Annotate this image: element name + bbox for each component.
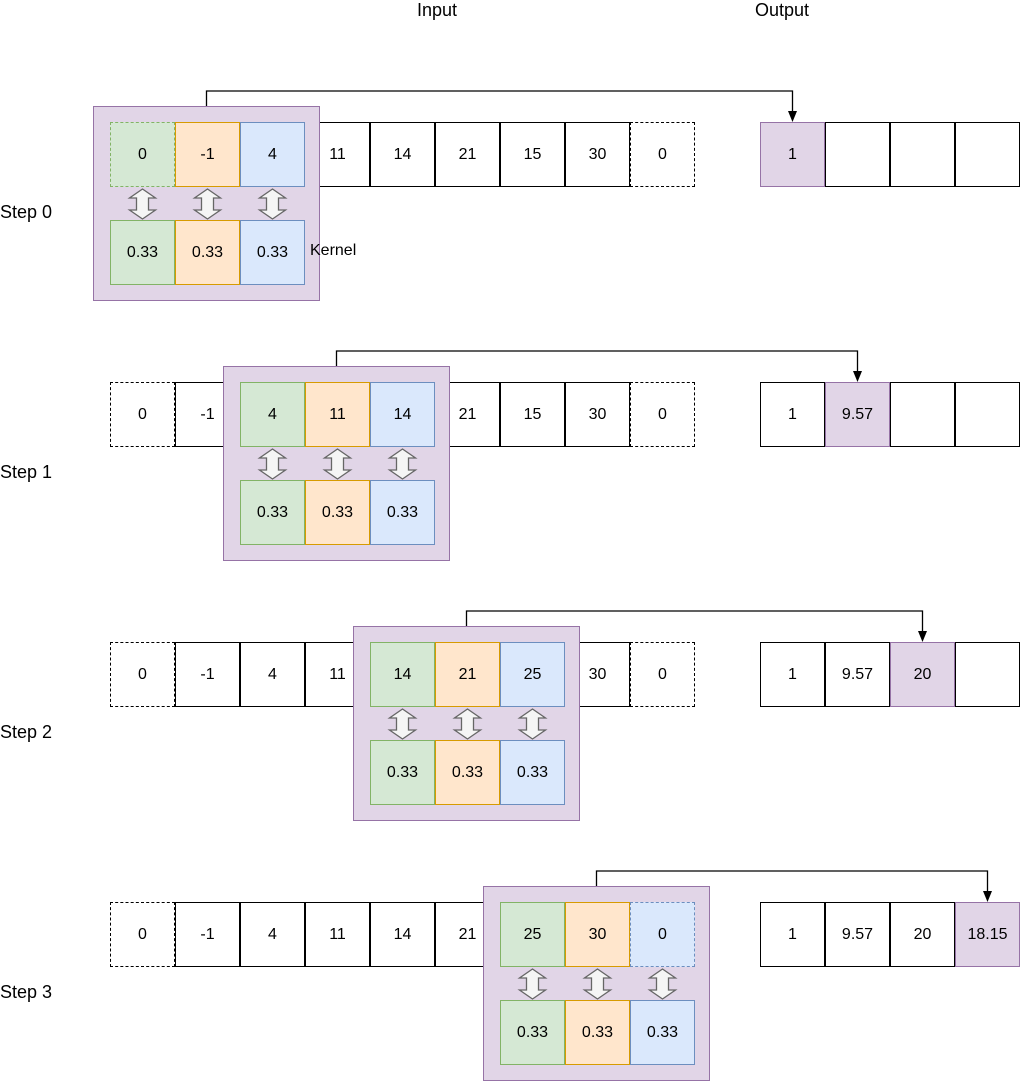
- output-header: Output: [755, 0, 810, 20]
- output-cell: [825, 122, 890, 187]
- kernel-weight-cell: 0.33: [500, 1000, 565, 1065]
- kernel-weight-cell: 0.33: [240, 220, 305, 285]
- window-input-cell: 30: [565, 902, 630, 967]
- window-input-cell: 14: [370, 642, 435, 707]
- double-arrow-icon: [647, 968, 678, 1000]
- arrowhead-icon: [983, 891, 992, 902]
- input-cell: 11: [305, 902, 370, 967]
- output-cell: 9.57: [825, 902, 890, 967]
- kernel-weight-cell: 0.33: [110, 220, 175, 285]
- input-cell: -1: [175, 902, 240, 967]
- window-input-cell: 21: [435, 642, 500, 707]
- output-cell: [890, 122, 955, 187]
- input-cell: 0: [110, 902, 175, 967]
- double-arrow-icon: [257, 448, 288, 480]
- output-cell: [955, 382, 1020, 447]
- window-input-cell: 14: [370, 382, 435, 447]
- double-arrow-icon: [387, 708, 418, 740]
- connector-line: [595, 870, 989, 892]
- kernel-weight-cell: 0.33: [435, 740, 500, 805]
- kernel-weight-cell: 0.33: [240, 480, 305, 545]
- step-label: Step 2: [0, 722, 53, 742]
- double-arrow-icon: [582, 968, 613, 1000]
- arrowhead-icon: [853, 371, 862, 382]
- input-cell: 15: [500, 382, 565, 447]
- arrowhead-icon: [918, 631, 927, 642]
- window-input-cell: 25: [500, 642, 565, 707]
- double-arrow-icon: [452, 708, 483, 740]
- input-cell: 15: [500, 122, 565, 187]
- kernel-weight-cell: 0.33: [500, 740, 565, 805]
- input-cell: -1: [175, 642, 240, 707]
- output-cell: 1: [760, 642, 825, 707]
- window-input-cell: 0: [110, 122, 175, 187]
- input-cell: 0: [110, 382, 175, 447]
- input-cell: 0: [630, 642, 695, 707]
- double-arrow-icon: [517, 968, 548, 1000]
- step-label: Step 3: [0, 982, 53, 1002]
- output-cell: [890, 382, 955, 447]
- window-input-cell: -1: [175, 122, 240, 187]
- kernel-weight-cell: 0.33: [305, 480, 370, 545]
- connector-line: [205, 90, 794, 112]
- output-cell: 20: [890, 902, 955, 967]
- kernel-weight-cell: 0.33: [175, 220, 240, 285]
- output-cell: [955, 122, 1020, 187]
- window-input-cell: 4: [240, 122, 305, 187]
- double-arrow-icon: [257, 188, 288, 220]
- kernel-weight-cell: 0.33: [370, 740, 435, 805]
- window-input-cell: 4: [240, 382, 305, 447]
- output-cell: 1: [760, 122, 825, 187]
- kernel-weight-cell: 0.33: [565, 1000, 630, 1065]
- connector-line: [465, 610, 924, 632]
- input-cell: 0: [110, 642, 175, 707]
- double-arrow-icon: [127, 188, 158, 220]
- output-cell: 9.57: [825, 382, 890, 447]
- input-cell: 30: [565, 122, 630, 187]
- input-header: Input: [417, 0, 458, 20]
- kernel-weight-cell: 0.33: [370, 480, 435, 545]
- input-cell: 14: [370, 122, 435, 187]
- input-cell: 21: [435, 122, 500, 187]
- window-input-cell: 25: [500, 902, 565, 967]
- input-cell: 0: [630, 382, 695, 447]
- output-cell: 18.15: [955, 902, 1020, 967]
- input-cell: 0: [630, 122, 695, 187]
- arrowhead-icon: [788, 111, 797, 122]
- input-cell: 4: [240, 902, 305, 967]
- output-cell: 20: [890, 642, 955, 707]
- double-arrow-icon: [322, 448, 353, 480]
- output-cell: 9.57: [825, 642, 890, 707]
- kernel-weight-cell: 0.33: [630, 1000, 695, 1065]
- input-cell: 30: [565, 382, 630, 447]
- window-input-cell: 0: [630, 902, 695, 967]
- step-label: Step 1: [0, 462, 53, 482]
- output-cell: 1: [760, 382, 825, 447]
- window-input-cell: 11: [305, 382, 370, 447]
- connector-line: [335, 350, 859, 372]
- double-arrow-icon: [387, 448, 418, 480]
- output-cell: 1: [760, 902, 825, 967]
- input-cell: 14: [370, 902, 435, 967]
- step-label: Step 0: [0, 202, 53, 222]
- kernel-label: Kernel: [310, 242, 357, 259]
- input-cell: 4: [240, 642, 305, 707]
- double-arrow-icon: [192, 188, 223, 220]
- double-arrow-icon: [517, 708, 548, 740]
